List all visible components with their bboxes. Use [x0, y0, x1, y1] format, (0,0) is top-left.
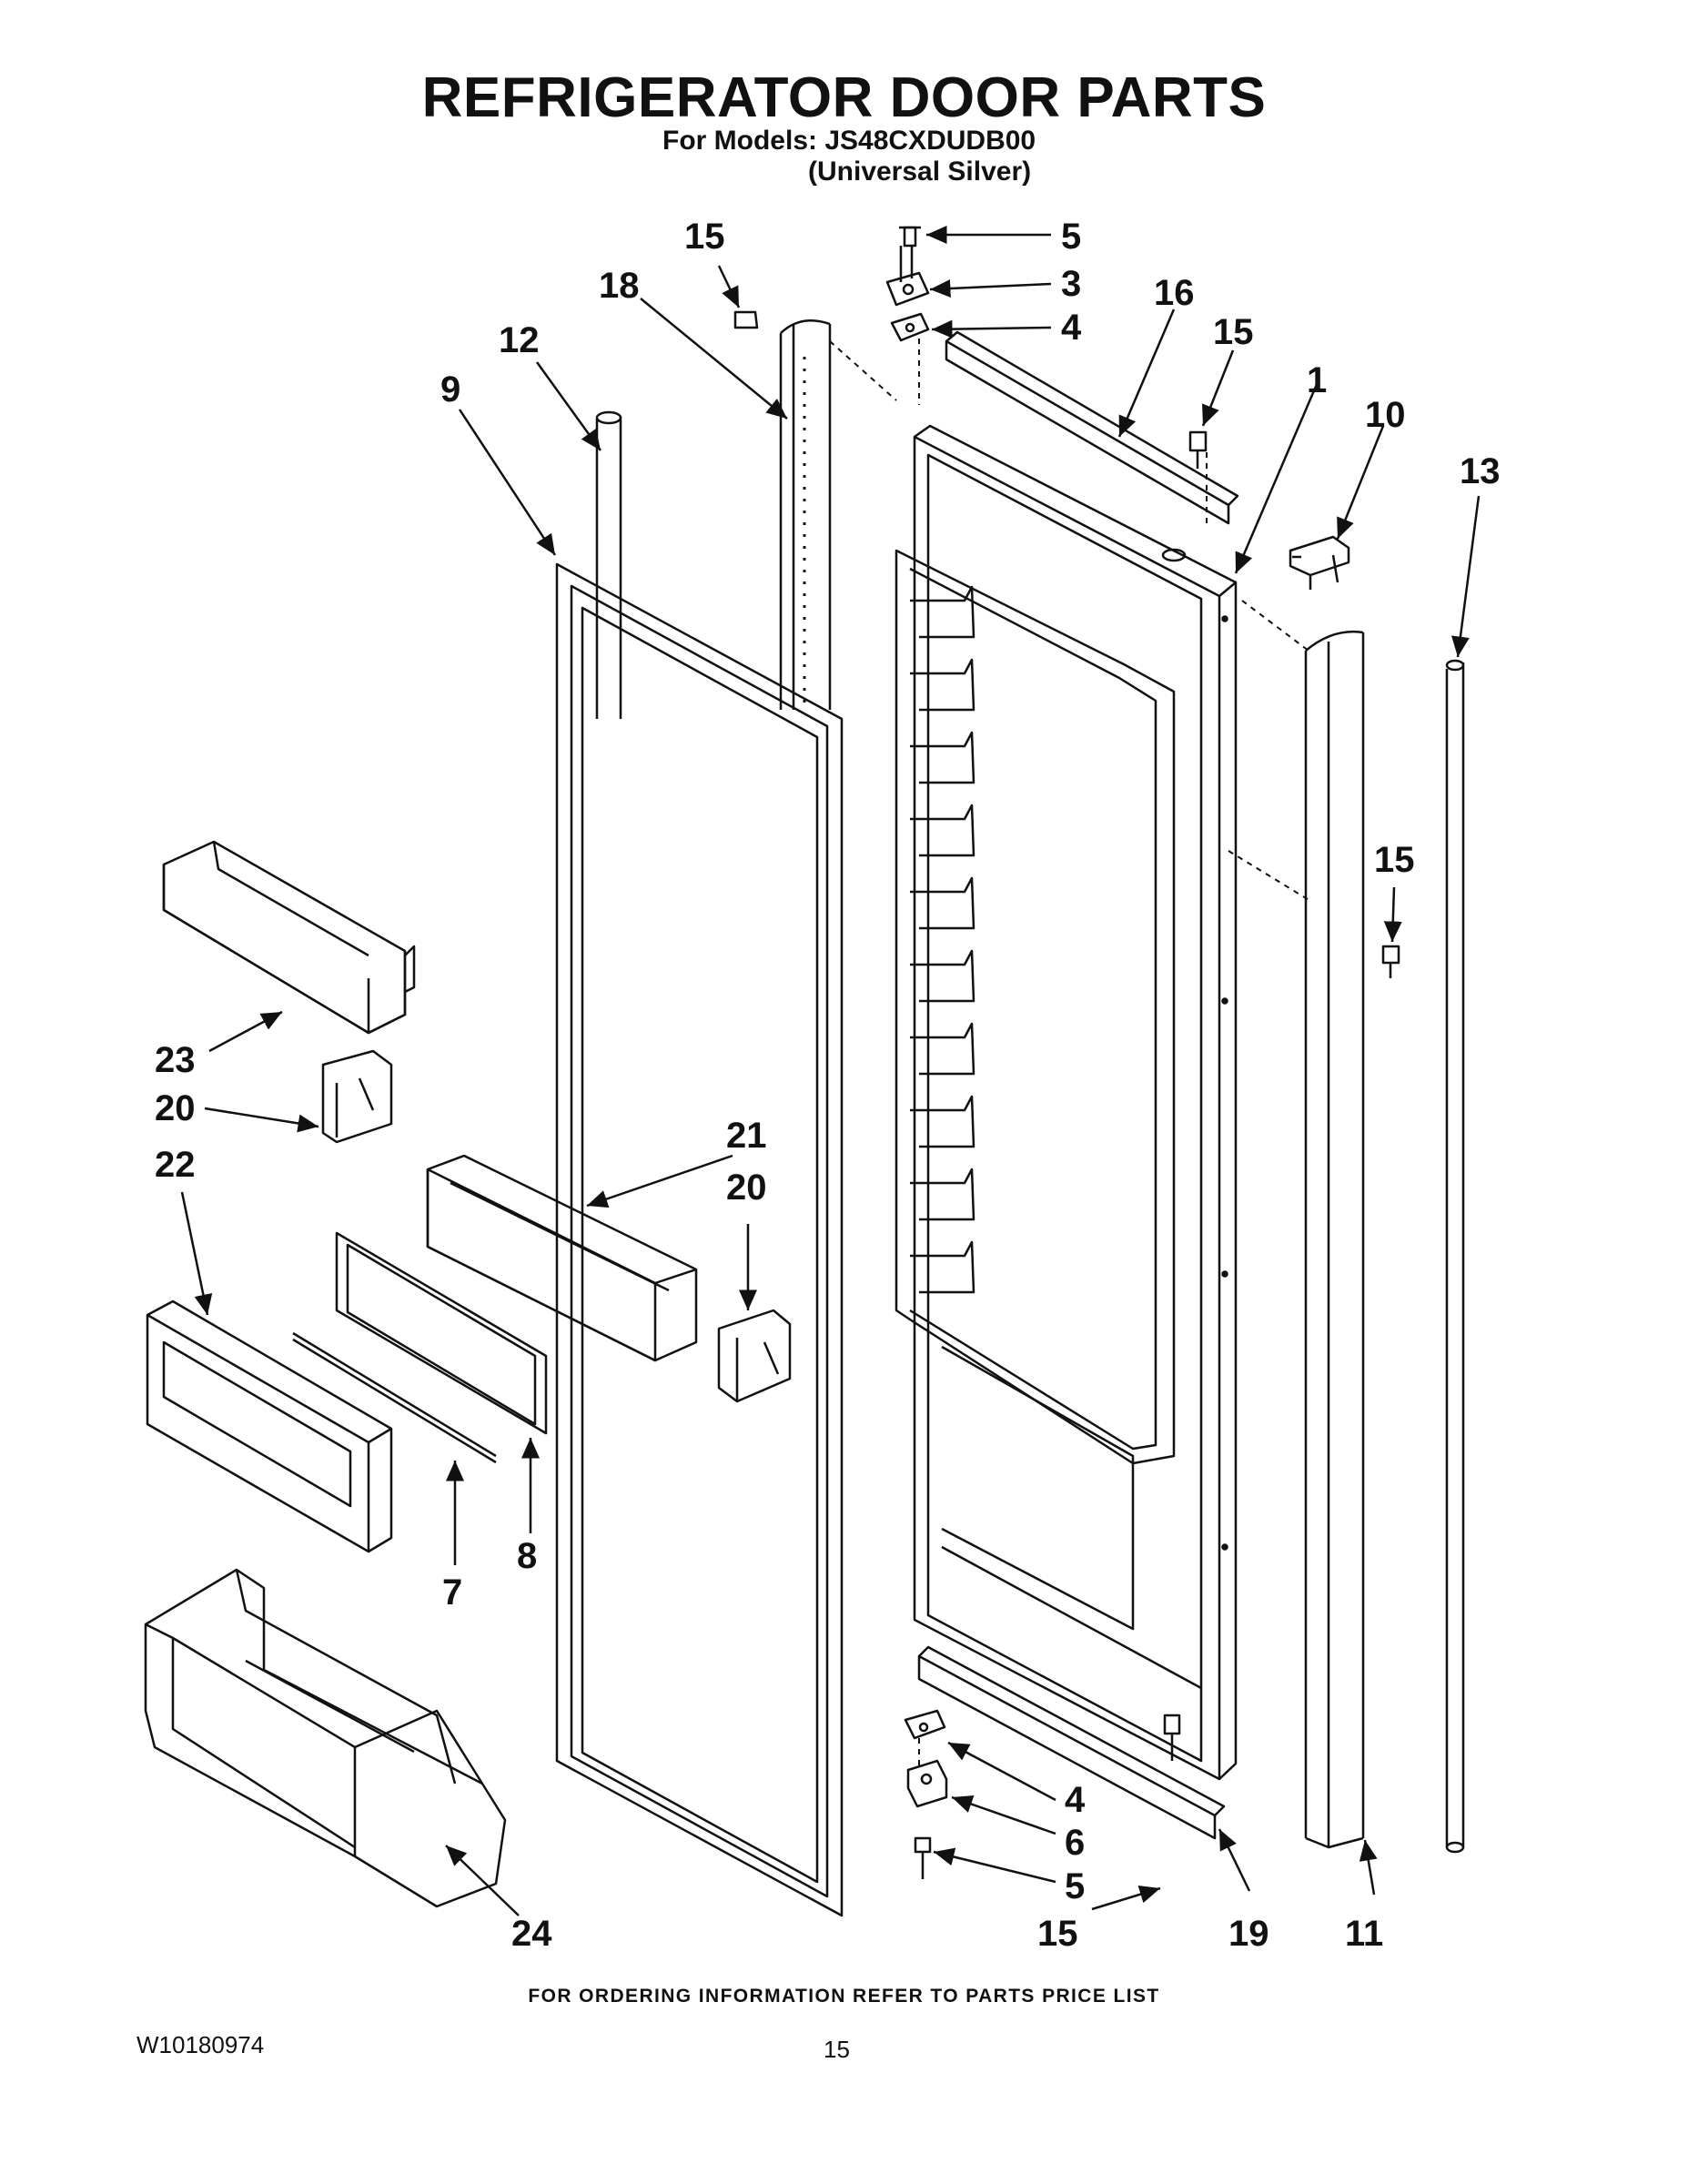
- callout-6: 6: [1065, 1823, 1086, 1863]
- callout-5-top: 5: [1061, 217, 1082, 257]
- part-7-rod: [292, 1331, 497, 1464]
- leader-19: [1218, 1828, 1251, 1892]
- leader-1: [1234, 381, 1319, 574]
- leader-9: [458, 409, 557, 556]
- leader-18: [640, 298, 788, 420]
- part-16-channel: [945, 330, 1239, 525]
- part-18-strip: [779, 319, 832, 710]
- leader-10: [1336, 425, 1385, 540]
- leader-4a: [931, 319, 1052, 339]
- leader-24: [445, 1845, 520, 1916]
- leader-15a: [717, 265, 741, 308]
- part-21-housing: [426, 1154, 698, 1362]
- leader-13: [1450, 495, 1481, 658]
- callout-20-left: 20: [155, 1088, 196, 1128]
- leader-6: [951, 1795, 1056, 1835]
- callout-20-right: 20: [726, 1168, 767, 1208]
- part-23-bin: [162, 840, 416, 1035]
- callout-15-top-left: 15: [684, 217, 725, 257]
- part-13-rod: [1445, 659, 1465, 1854]
- screws-15: [733, 310, 1400, 1761]
- callout-11: 11: [1345, 1914, 1384, 1954]
- part-20-bracket-left: [321, 1049, 393, 1144]
- models-line: For Models: JS48CXDUDB00: [662, 126, 1036, 156]
- leader-23: [208, 1010, 283, 1053]
- page-number: 15: [824, 2036, 850, 2063]
- callout-9: 9: [440, 369, 461, 410]
- callout-4-top: 4: [1061, 308, 1082, 348]
- leader-5b: [933, 1847, 1056, 1884]
- callout-4-bottom: 4: [1065, 1780, 1086, 1820]
- part-3-4-top-hinge: [885, 246, 930, 342]
- leader-20a: [204, 1107, 319, 1133]
- callout-8: 8: [517, 1536, 538, 1576]
- part-8-frame: [335, 1231, 548, 1435]
- leader-15d: [1091, 1886, 1161, 1911]
- part-20-bracket-right: [717, 1309, 792, 1403]
- part-9-gasket: [555, 562, 844, 1917]
- leader-21: [586, 1154, 733, 1208]
- callout-12: 12: [499, 320, 540, 360]
- callout-15-top-right: 15: [1213, 312, 1254, 352]
- variant-line: (Universal Silver): [808, 157, 1032, 187]
- leader-12: [535, 361, 602, 451]
- callout-23: 23: [155, 1040, 196, 1080]
- part-11-trim: [1304, 631, 1365, 1849]
- callout-19: 19: [1228, 1914, 1269, 1954]
- leader-11: [1359, 1839, 1378, 1896]
- callout-1: 1: [1307, 360, 1328, 400]
- callout-15-bottom: 15: [1037, 1914, 1078, 1954]
- part-1-door-liner: [895, 424, 1238, 1781]
- callout-22: 22: [155, 1145, 196, 1185]
- part-4-6-bottom-hinge: [904, 1709, 948, 1879]
- page-title: REFRIGERATOR DOOR PARTS: [421, 66, 1267, 129]
- ordering-note: FOR ORDERING INFORMATION REFER TO PARTS …: [528, 1986, 1160, 2007]
- leader-15c: [1383, 886, 1402, 943]
- model-info: For Models: JS48CXDUDB00 (Universal Silv…: [662, 126, 1036, 187]
- callout-10: 10: [1365, 395, 1406, 435]
- callout-16: 16: [1154, 273, 1195, 313]
- callout-18: 18: [599, 266, 640, 306]
- callout-13: 13: [1460, 451, 1501, 491]
- callout-7: 7: [442, 1572, 463, 1613]
- part-24-bin: [144, 1568, 507, 1908]
- leader-16: [1117, 308, 1176, 438]
- callout-15-side: 15: [1374, 840, 1415, 880]
- part-12-strip: [595, 410, 622, 719]
- document-number: W10180974: [136, 2031, 265, 2058]
- callout-5-bottom: 5: [1065, 1866, 1086, 1906]
- callout-24: 24: [511, 1914, 552, 1954]
- part-5-screw-top: [899, 226, 921, 248]
- part-10-clip: [1289, 535, 1350, 590]
- callout-3: 3: [1061, 264, 1082, 304]
- leader-3: [929, 278, 1052, 298]
- leader-15b: [1201, 349, 1235, 427]
- leader-4b: [947, 1741, 1056, 1802]
- leader-22: [180, 1191, 213, 1316]
- callout-21: 21: [726, 1116, 767, 1156]
- part-22-cover: [146, 1299, 393, 1553]
- part-19-channel: [917, 1645, 1226, 1840]
